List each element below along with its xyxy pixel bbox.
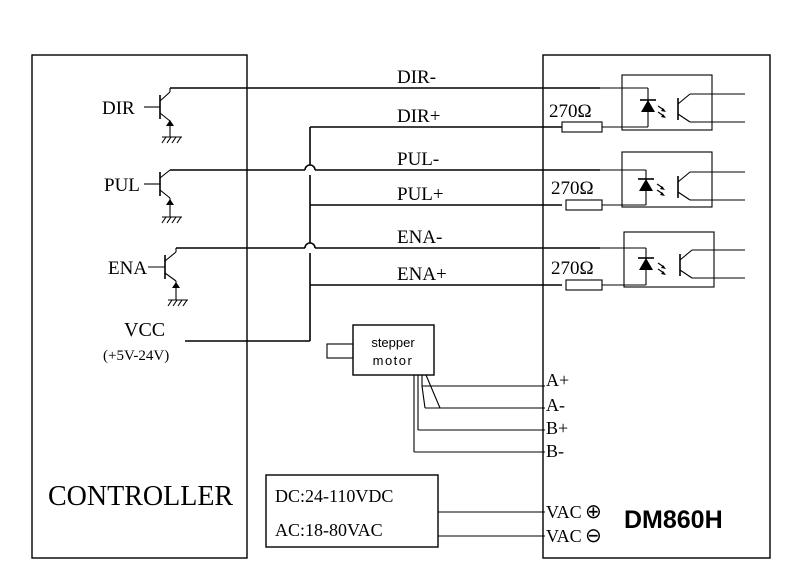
dir-minus-label: DIR- [397, 67, 436, 88]
plus-circle-icon: ⊕ [585, 501, 602, 523]
ena-transistor-symbol: ENA [108, 248, 188, 307]
motor-label-line2: motor [373, 353, 414, 368]
vac-minus-label: VAC [546, 526, 582, 546]
phase-a-minus-label: A- [546, 395, 565, 415]
ena-minus-label: ENA- [397, 227, 442, 248]
phase-b-plus-label: B+ [546, 418, 568, 438]
optocoupler-channel-2: 270Ω [551, 151, 745, 211]
resistor-label-2: 270Ω [551, 178, 594, 199]
controller-box [31, 54, 248, 559]
dir-transistor-symbol: DIR [102, 88, 182, 144]
vcc-label: VCC [124, 319, 165, 341]
dir-plus-label: DIR+ [397, 106, 440, 127]
driver-box [542, 54, 771, 559]
pul-minus-label: PUL- [397, 149, 439, 170]
ena-plus-label: ENA+ [397, 264, 447, 285]
resistor-label-3: 270Ω [551, 258, 594, 279]
minus-circle-icon: ⊖ [585, 525, 602, 547]
pul-plus-label: PUL+ [397, 184, 444, 205]
phase-b-minus-label: B- [546, 441, 564, 461]
optocoupler-channel-3: 270Ω [551, 231, 745, 291]
resistor-2 [565, 199, 603, 211]
motor-phase-wires [413, 374, 545, 453]
vcc-range: (+5V-24V) [103, 348, 169, 364]
motor-label-line1: stepper [371, 335, 415, 350]
controller-title: CONTROLLER [48, 481, 233, 512]
motor-body [352, 324, 435, 376]
vac-plus-label: VAC [546, 502, 582, 522]
stepper-motor: stepper motor [326, 324, 435, 376]
ena-label: ENA [108, 258, 147, 279]
power-supply-ac: AC:18-80VAC [275, 520, 383, 540]
power-supply-dc: DC:24-110VDC [275, 486, 393, 506]
pul-transistor-symbol: PUL [104, 169, 182, 224]
power-supply-box [265, 474, 439, 548]
driver-model: DM860H [624, 506, 723, 534]
signal-wires [170, 87, 600, 342]
pul-label: PUL [104, 175, 140, 196]
dir-label: DIR [102, 98, 135, 119]
resistor-1 [561, 121, 603, 133]
optocoupler-channel-1: 270Ω [549, 74, 745, 133]
motor-shaft [326, 343, 354, 359]
resistor-label-1: 270Ω [549, 101, 592, 122]
phase-a-plus-label: A+ [546, 370, 569, 390]
power-supply: DC:24-110VDC AC:18-80VAC [265, 474, 545, 548]
resistor-3 [565, 279, 603, 291]
